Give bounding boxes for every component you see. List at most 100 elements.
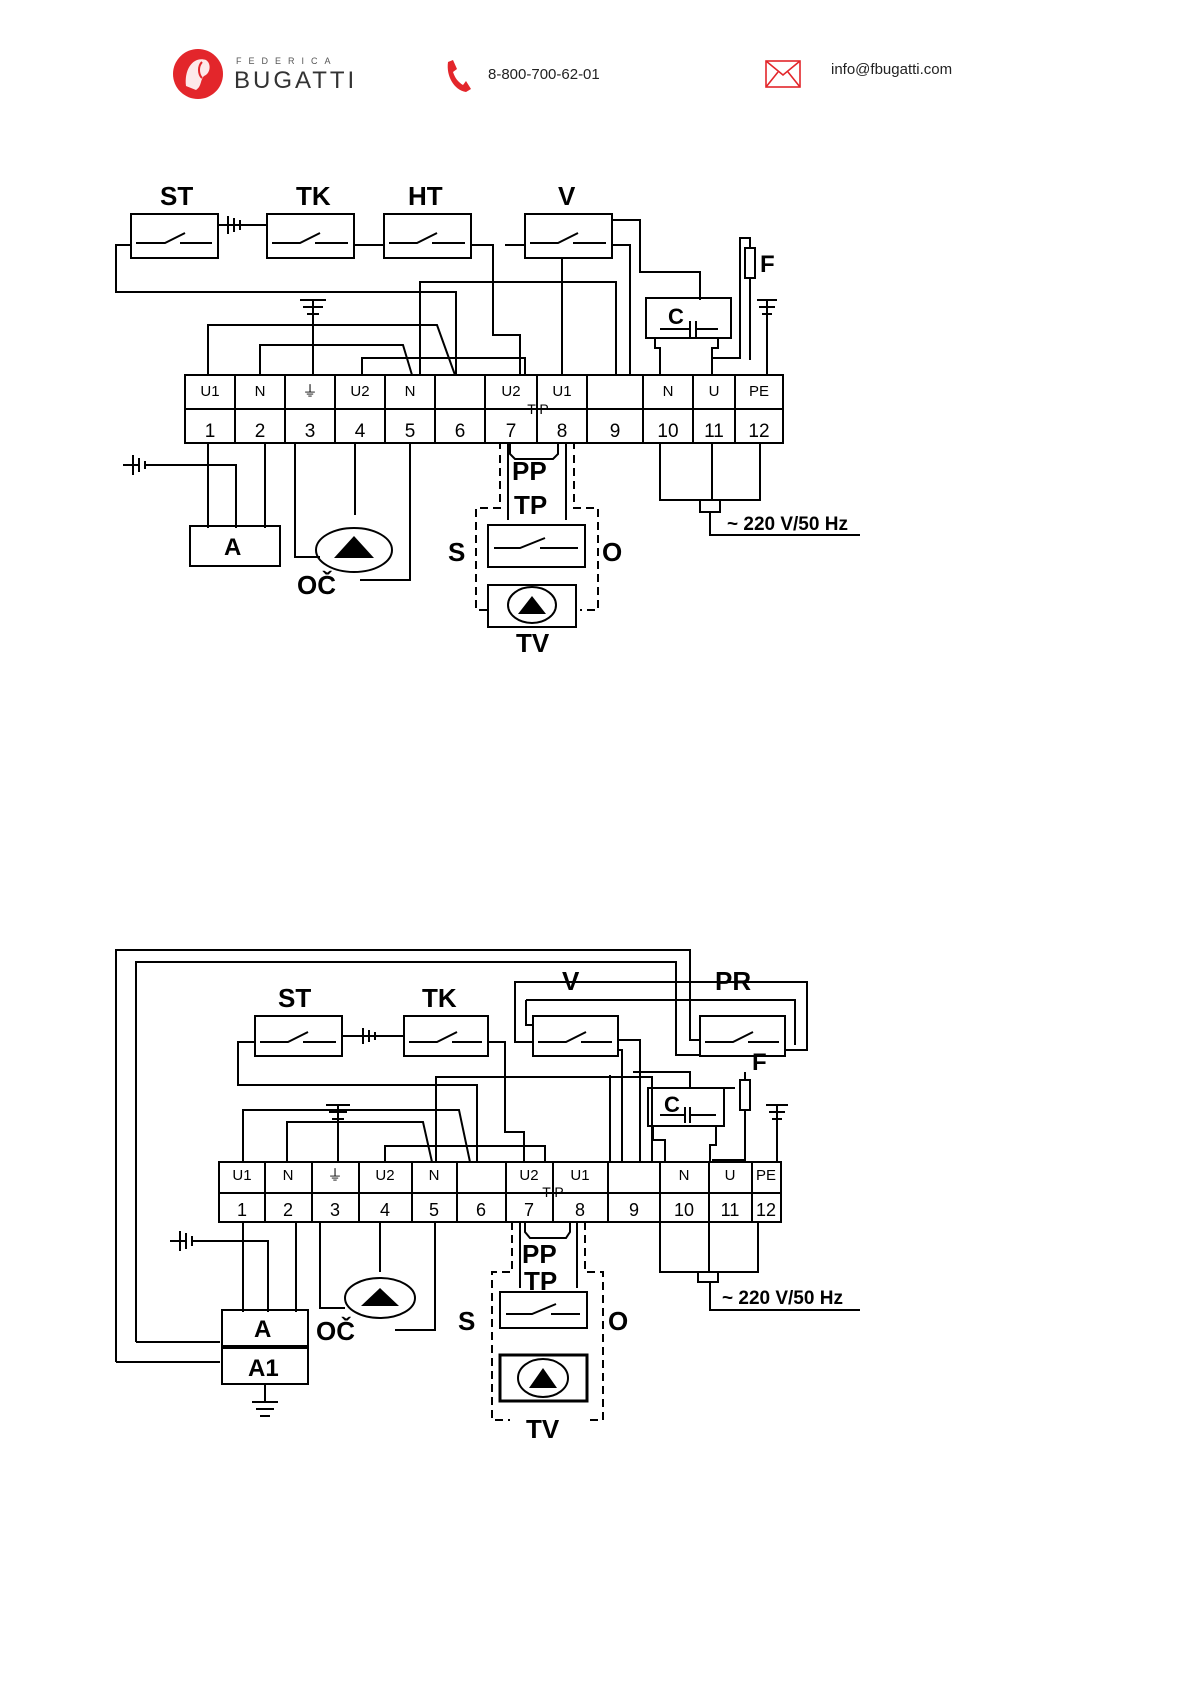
label-c: C bbox=[664, 1092, 680, 1117]
brand-main-text: BUGATTI bbox=[234, 67, 357, 94]
switch-tk bbox=[403, 1015, 489, 1057]
mail-icon bbox=[765, 60, 801, 88]
term-top-3: ⏚ bbox=[302, 383, 317, 400]
phone-number[interactable]: 8-800-700-62-01 bbox=[488, 66, 600, 83]
label-tk: TK bbox=[296, 181, 331, 211]
wiring-diagram-1: ST TK HT V C F PP TP S O TV A OČ ~ 220 V… bbox=[115, 181, 860, 658]
label-v: V bbox=[562, 966, 580, 996]
term-num-6: 6 bbox=[476, 1200, 486, 1220]
term-top-11: U bbox=[709, 383, 720, 400]
term-num-8: 8 bbox=[557, 421, 568, 442]
email-contact[interactable]: info@fbugatti.com bbox=[765, 60, 1065, 102]
term-num-1: 1 bbox=[237, 1200, 247, 1220]
brand-small-text: FEDERICA bbox=[236, 56, 338, 66]
term-top-1: U1 bbox=[200, 383, 219, 400]
term-top-11: U bbox=[725, 1167, 736, 1184]
label-pr: PR bbox=[715, 966, 751, 996]
phone-contact[interactable]: 8-800-700-62-01 bbox=[447, 60, 674, 102]
label-ht: HT bbox=[408, 181, 443, 211]
label-o: O bbox=[608, 1306, 628, 1336]
term-top-10: N bbox=[679, 1167, 690, 1184]
term-num-10: 10 bbox=[657, 421, 678, 442]
label-c: C bbox=[668, 304, 684, 329]
email-address[interactable]: info@fbugatti.com bbox=[831, 61, 953, 78]
pump-oc bbox=[315, 527, 393, 573]
term-top-8: U1 bbox=[552, 383, 571, 400]
label-a: A bbox=[224, 534, 241, 561]
label-pp: PP bbox=[512, 456, 547, 486]
term-top-1: U1 bbox=[232, 1167, 251, 1184]
label-tv: TV bbox=[516, 628, 550, 658]
fuse-f bbox=[744, 247, 756, 279]
appliance-a bbox=[221, 1309, 309, 1347]
switch-tp bbox=[499, 1291, 588, 1329]
label-oc: OČ bbox=[297, 570, 336, 600]
label-o: O bbox=[602, 537, 622, 567]
term-num-1: 1 bbox=[205, 421, 216, 442]
term-top-7: U2 bbox=[519, 1167, 538, 1184]
label-st: ST bbox=[278, 983, 311, 1013]
label-a1: A1 bbox=[248, 1355, 279, 1382]
term-num-3: 3 bbox=[305, 421, 316, 442]
pump-tv bbox=[517, 1358, 569, 1398]
term-num-11: 11 bbox=[721, 1200, 740, 1220]
switch-v bbox=[532, 1015, 619, 1057]
pump-tv-box bbox=[487, 584, 577, 628]
switch-ht bbox=[383, 213, 472, 259]
term-top-10: N bbox=[663, 383, 674, 400]
label-s: S bbox=[448, 537, 465, 567]
label-oc: OČ bbox=[316, 1316, 355, 1346]
label-a: A bbox=[254, 1316, 271, 1343]
term-top-7: U2 bbox=[501, 383, 520, 400]
term-num-3: 3 bbox=[330, 1200, 340, 1220]
term-num-2: 2 bbox=[283, 1200, 293, 1220]
switch-st bbox=[130, 213, 219, 259]
label-tp: TP bbox=[524, 1266, 557, 1296]
term-top-8: U1 bbox=[570, 1167, 589, 1184]
term-top-5: N bbox=[405, 383, 416, 400]
term-num-6: 6 bbox=[455, 421, 466, 442]
capacitor-c bbox=[645, 297, 732, 339]
term-num-12: 12 bbox=[756, 1200, 776, 1220]
term-top-4: U2 bbox=[350, 383, 369, 400]
brand-logo: FEDERICA BUGATTI bbox=[172, 46, 382, 106]
term-tp-label: T P bbox=[542, 1184, 564, 1200]
term-top-2: N bbox=[283, 1167, 294, 1184]
label-f: F bbox=[752, 1049, 767, 1076]
term-num-9: 9 bbox=[629, 1200, 639, 1220]
switch-tk bbox=[266, 213, 355, 259]
term-top-2: N bbox=[255, 383, 266, 400]
term-num-7: 7 bbox=[524, 1200, 534, 1220]
label-power: ~ 220 V/50 Hz bbox=[722, 1288, 843, 1309]
term-num-10: 10 bbox=[674, 1200, 694, 1220]
term-num-4: 4 bbox=[380, 1200, 390, 1220]
term-tp-label: T P bbox=[527, 401, 549, 417]
switch-pr bbox=[699, 1015, 786, 1057]
term-num-12: 12 bbox=[748, 421, 769, 442]
term-top-12: PE bbox=[749, 383, 769, 400]
label-pp: PP bbox=[522, 1239, 557, 1269]
phone-icon bbox=[447, 60, 471, 92]
pump-oc bbox=[344, 1277, 416, 1319]
term-top-3: ⏚ bbox=[327, 1167, 342, 1184]
switch-tp bbox=[487, 524, 586, 568]
label-st: ST bbox=[160, 181, 193, 211]
label-tp: TP bbox=[514, 490, 547, 520]
pump-tv bbox=[507, 586, 557, 624]
label-power: ~ 220 V/50 Hz bbox=[727, 514, 848, 535]
label-v: V bbox=[558, 181, 576, 211]
appliance-a bbox=[189, 525, 281, 567]
pump-tv-box bbox=[498, 1353, 589, 1403]
label-tv: TV bbox=[526, 1414, 560, 1444]
term-top-12: PE bbox=[756, 1167, 776, 1184]
label-s: S bbox=[458, 1306, 475, 1336]
term-num-5: 5 bbox=[429, 1200, 439, 1220]
term-num-11: 11 bbox=[704, 421, 724, 442]
label-tk: TK bbox=[422, 983, 457, 1013]
wiring-diagram-2: ST TK V PR C F PP TP S O TV A A1 OČ ~ 22… bbox=[115, 949, 860, 1444]
label-f: F bbox=[760, 251, 775, 278]
term-num-2: 2 bbox=[255, 421, 266, 442]
term-num-9: 9 bbox=[610, 421, 621, 442]
term-num-5: 5 bbox=[405, 421, 416, 442]
term-num-7: 7 bbox=[506, 421, 517, 442]
